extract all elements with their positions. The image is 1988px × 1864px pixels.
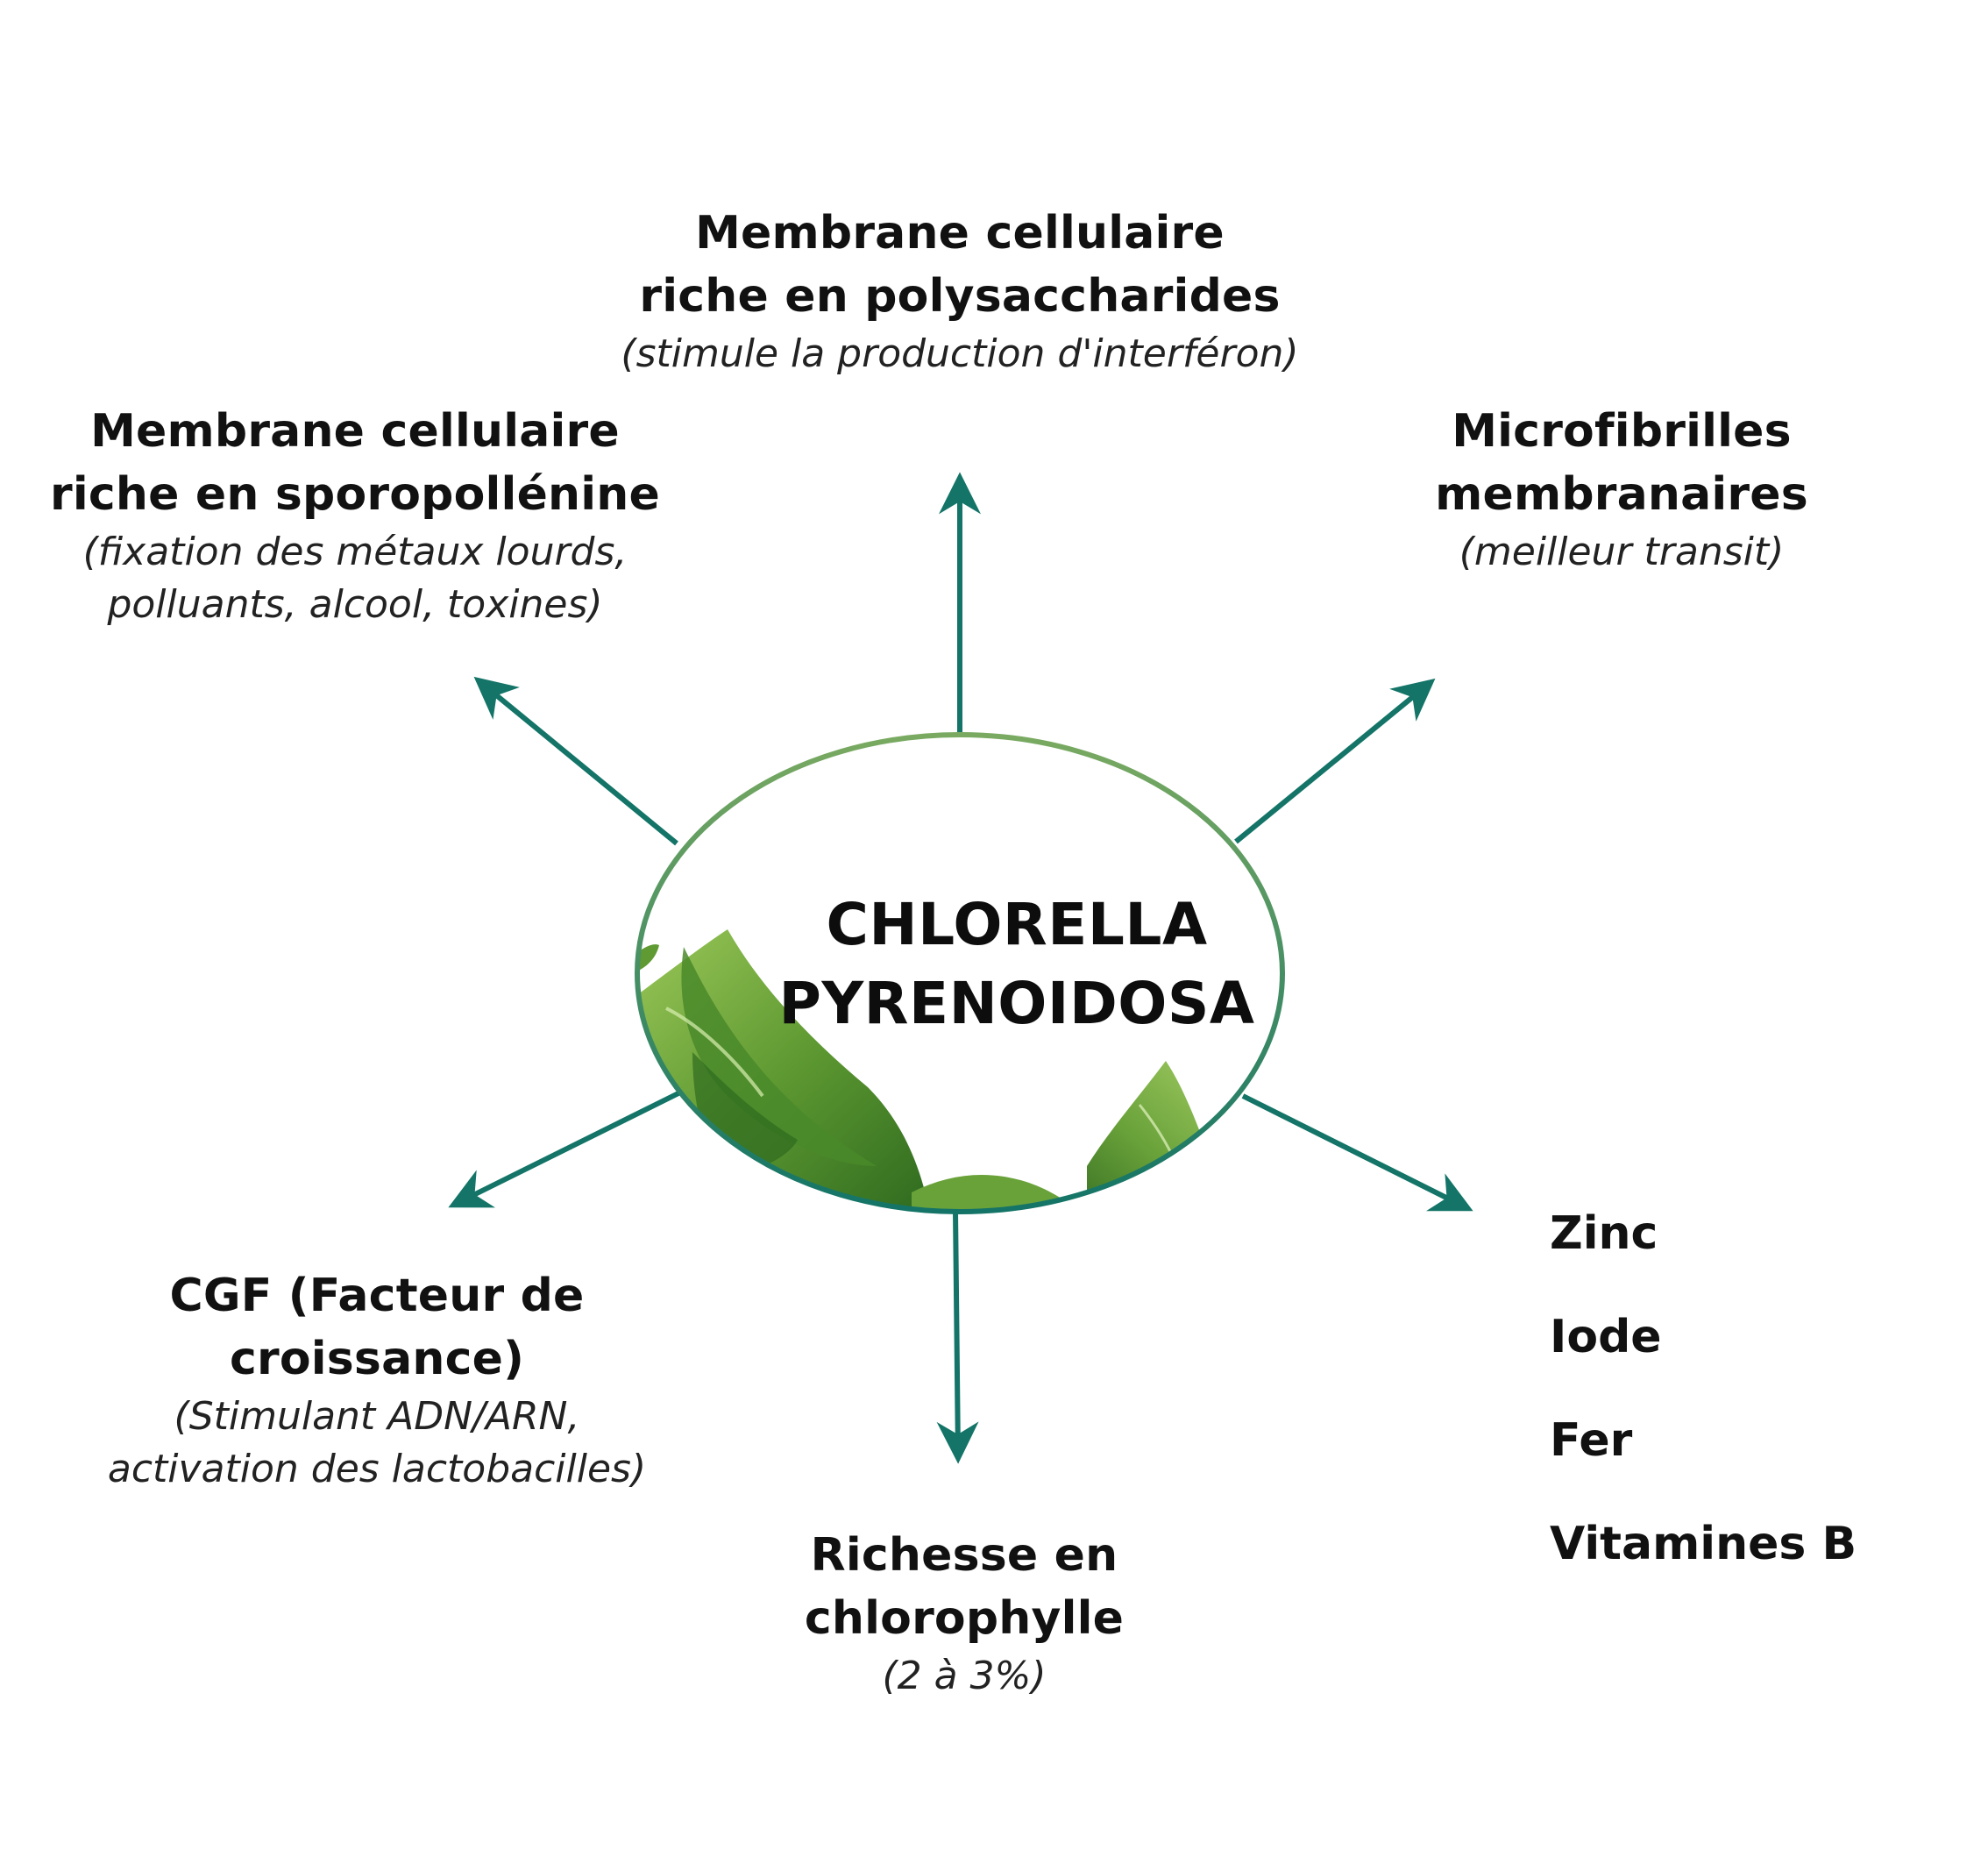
node-bottom-title-line1: Richesse en bbox=[810, 1529, 1118, 1582]
node-top-right: Microfibrilles membranaires (meilleur tr… bbox=[1376, 400, 1867, 579]
node-bottom-left-note-line1: (Stimulant ADN/ARN, bbox=[174, 1394, 580, 1439]
list-item: Vitamines B bbox=[1550, 1518, 1857, 1570]
node-bottom-right-list: Zinc Iode Fer Vitamines B bbox=[1550, 1203, 1935, 1617]
node-top-title-line1: Membrane cellulaire bbox=[695, 207, 1225, 260]
node-bottom-note: (2 à 3%) bbox=[882, 1654, 1047, 1698]
node-top-note: (stimule la production d'interféron) bbox=[621, 331, 1299, 376]
arrow-bottom-left bbox=[448, 1089, 684, 1208]
node-bottom-title-line2: chlorophylle bbox=[804, 1592, 1125, 1645]
node-top-left: Membrane cellulaire riche en sporopollén… bbox=[35, 400, 675, 631]
node-bottom: Richesse en chlorophylle (2 à 3%) bbox=[701, 1524, 1227, 1703]
node-top-left-title-line2: riche en sporopollénine bbox=[50, 468, 660, 521]
node-top-right-note: (meilleur transit) bbox=[1459, 530, 1785, 574]
center-title-line2: PYRENOIDOSA bbox=[778, 970, 1255, 1037]
node-bottom-left-title-line2: croissance) bbox=[229, 1333, 525, 1385]
node-bottom-left-title-line1: CGF (Facteur de bbox=[169, 1270, 585, 1322]
arrow-bottom bbox=[936, 1209, 979, 1464]
arrow-bottom-right bbox=[1241, 1093, 1473, 1212]
arrows-group bbox=[448, 472, 1473, 1464]
node-top-left-note-line1: (fixation des métaux lourds, bbox=[82, 530, 628, 574]
node-top-title-line2: riche en polysaccharides bbox=[639, 270, 1281, 323]
node-bottom-left: CGF (Facteur de croissance) (Stimulant A… bbox=[70, 1264, 684, 1496]
node-top-right-title-line1: Microfibrilles bbox=[1452, 405, 1792, 458]
seaweed-highlight bbox=[665, 1007, 764, 1098]
arrow-top-left bbox=[473, 676, 678, 846]
node-top-right-title-line2: membranaires bbox=[1435, 468, 1808, 521]
node-top-left-title-line1: Membrane cellulaire bbox=[90, 405, 620, 458]
list-item: Zinc bbox=[1550, 1207, 1658, 1260]
node-bottom-left-note-line2: activation des lactobacilles) bbox=[107, 1447, 647, 1491]
center-title-line1: CHLORELLA bbox=[826, 891, 1208, 958]
list-item: Iode bbox=[1550, 1311, 1662, 1363]
arrow-top-right bbox=[1234, 678, 1436, 844]
center-title: CHLORELLA PYRENOIDOSA bbox=[684, 886, 1350, 1043]
center-ellipse bbox=[635, 732, 1285, 1214]
seaweed-leaf-back bbox=[681, 947, 877, 1166]
list-item: Fer bbox=[1550, 1414, 1633, 1467]
node-top: Membrane cellulaire riche en polysacchar… bbox=[526, 202, 1394, 381]
node-top-left-note-line2: polluants, alcool, toxines) bbox=[107, 582, 603, 627]
